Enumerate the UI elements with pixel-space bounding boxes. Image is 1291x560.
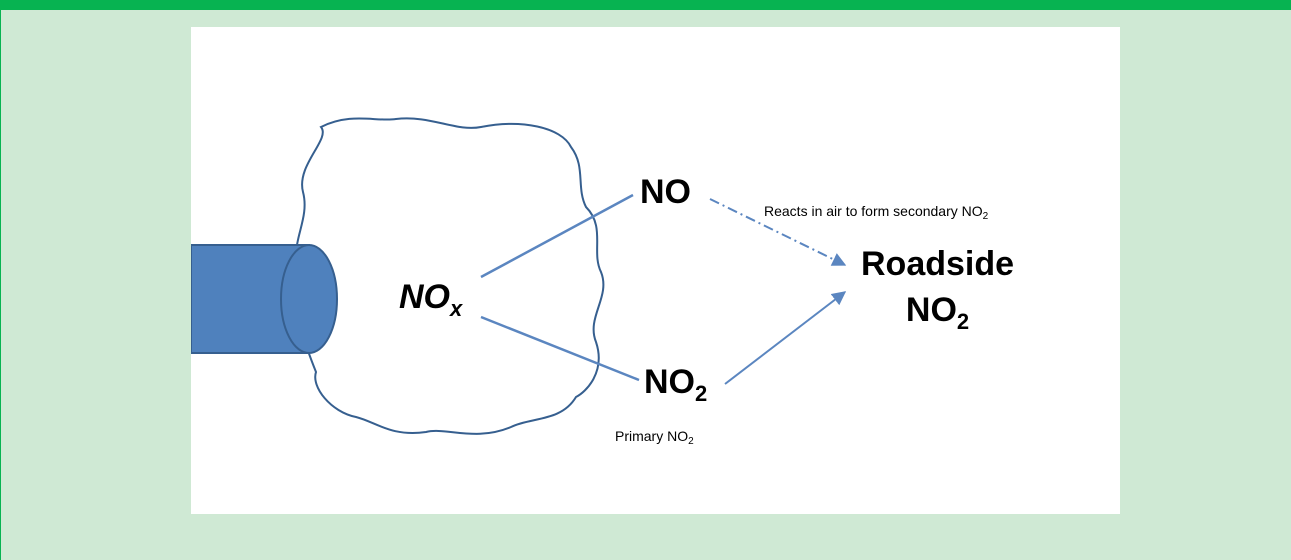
header-bar <box>0 0 1291 10</box>
primary-no2-caption: Primary NO2 <box>615 428 694 447</box>
nox-emission-diagram <box>191 117 847 435</box>
line-nox-to-no2 <box>480 315 640 382</box>
roadside-no2-label: Roadside NO2 <box>861 245 1014 341</box>
nox-label: NOx <box>399 278 463 321</box>
secondary-arrow <box>709 198 847 266</box>
no2-label: NO2 <box>644 363 708 406</box>
exhaust-pipe-end <box>280 244 338 354</box>
roadside-line2: NO2 <box>905 291 970 334</box>
left-border <box>0 10 1 560</box>
line-nox-to-no <box>480 193 634 279</box>
exhaust-cloud <box>295 117 605 435</box>
roadside-line1: Roadside <box>861 245 1015 283</box>
reaction-caption: Reacts in air to form secondary NO2 <box>764 203 989 222</box>
no-label: NO <box>640 173 691 211</box>
diagram-panel: NOx NO NO2 Primary NO2 Reacts in air to … <box>191 27 1120 514</box>
primary-arrow <box>724 291 847 385</box>
